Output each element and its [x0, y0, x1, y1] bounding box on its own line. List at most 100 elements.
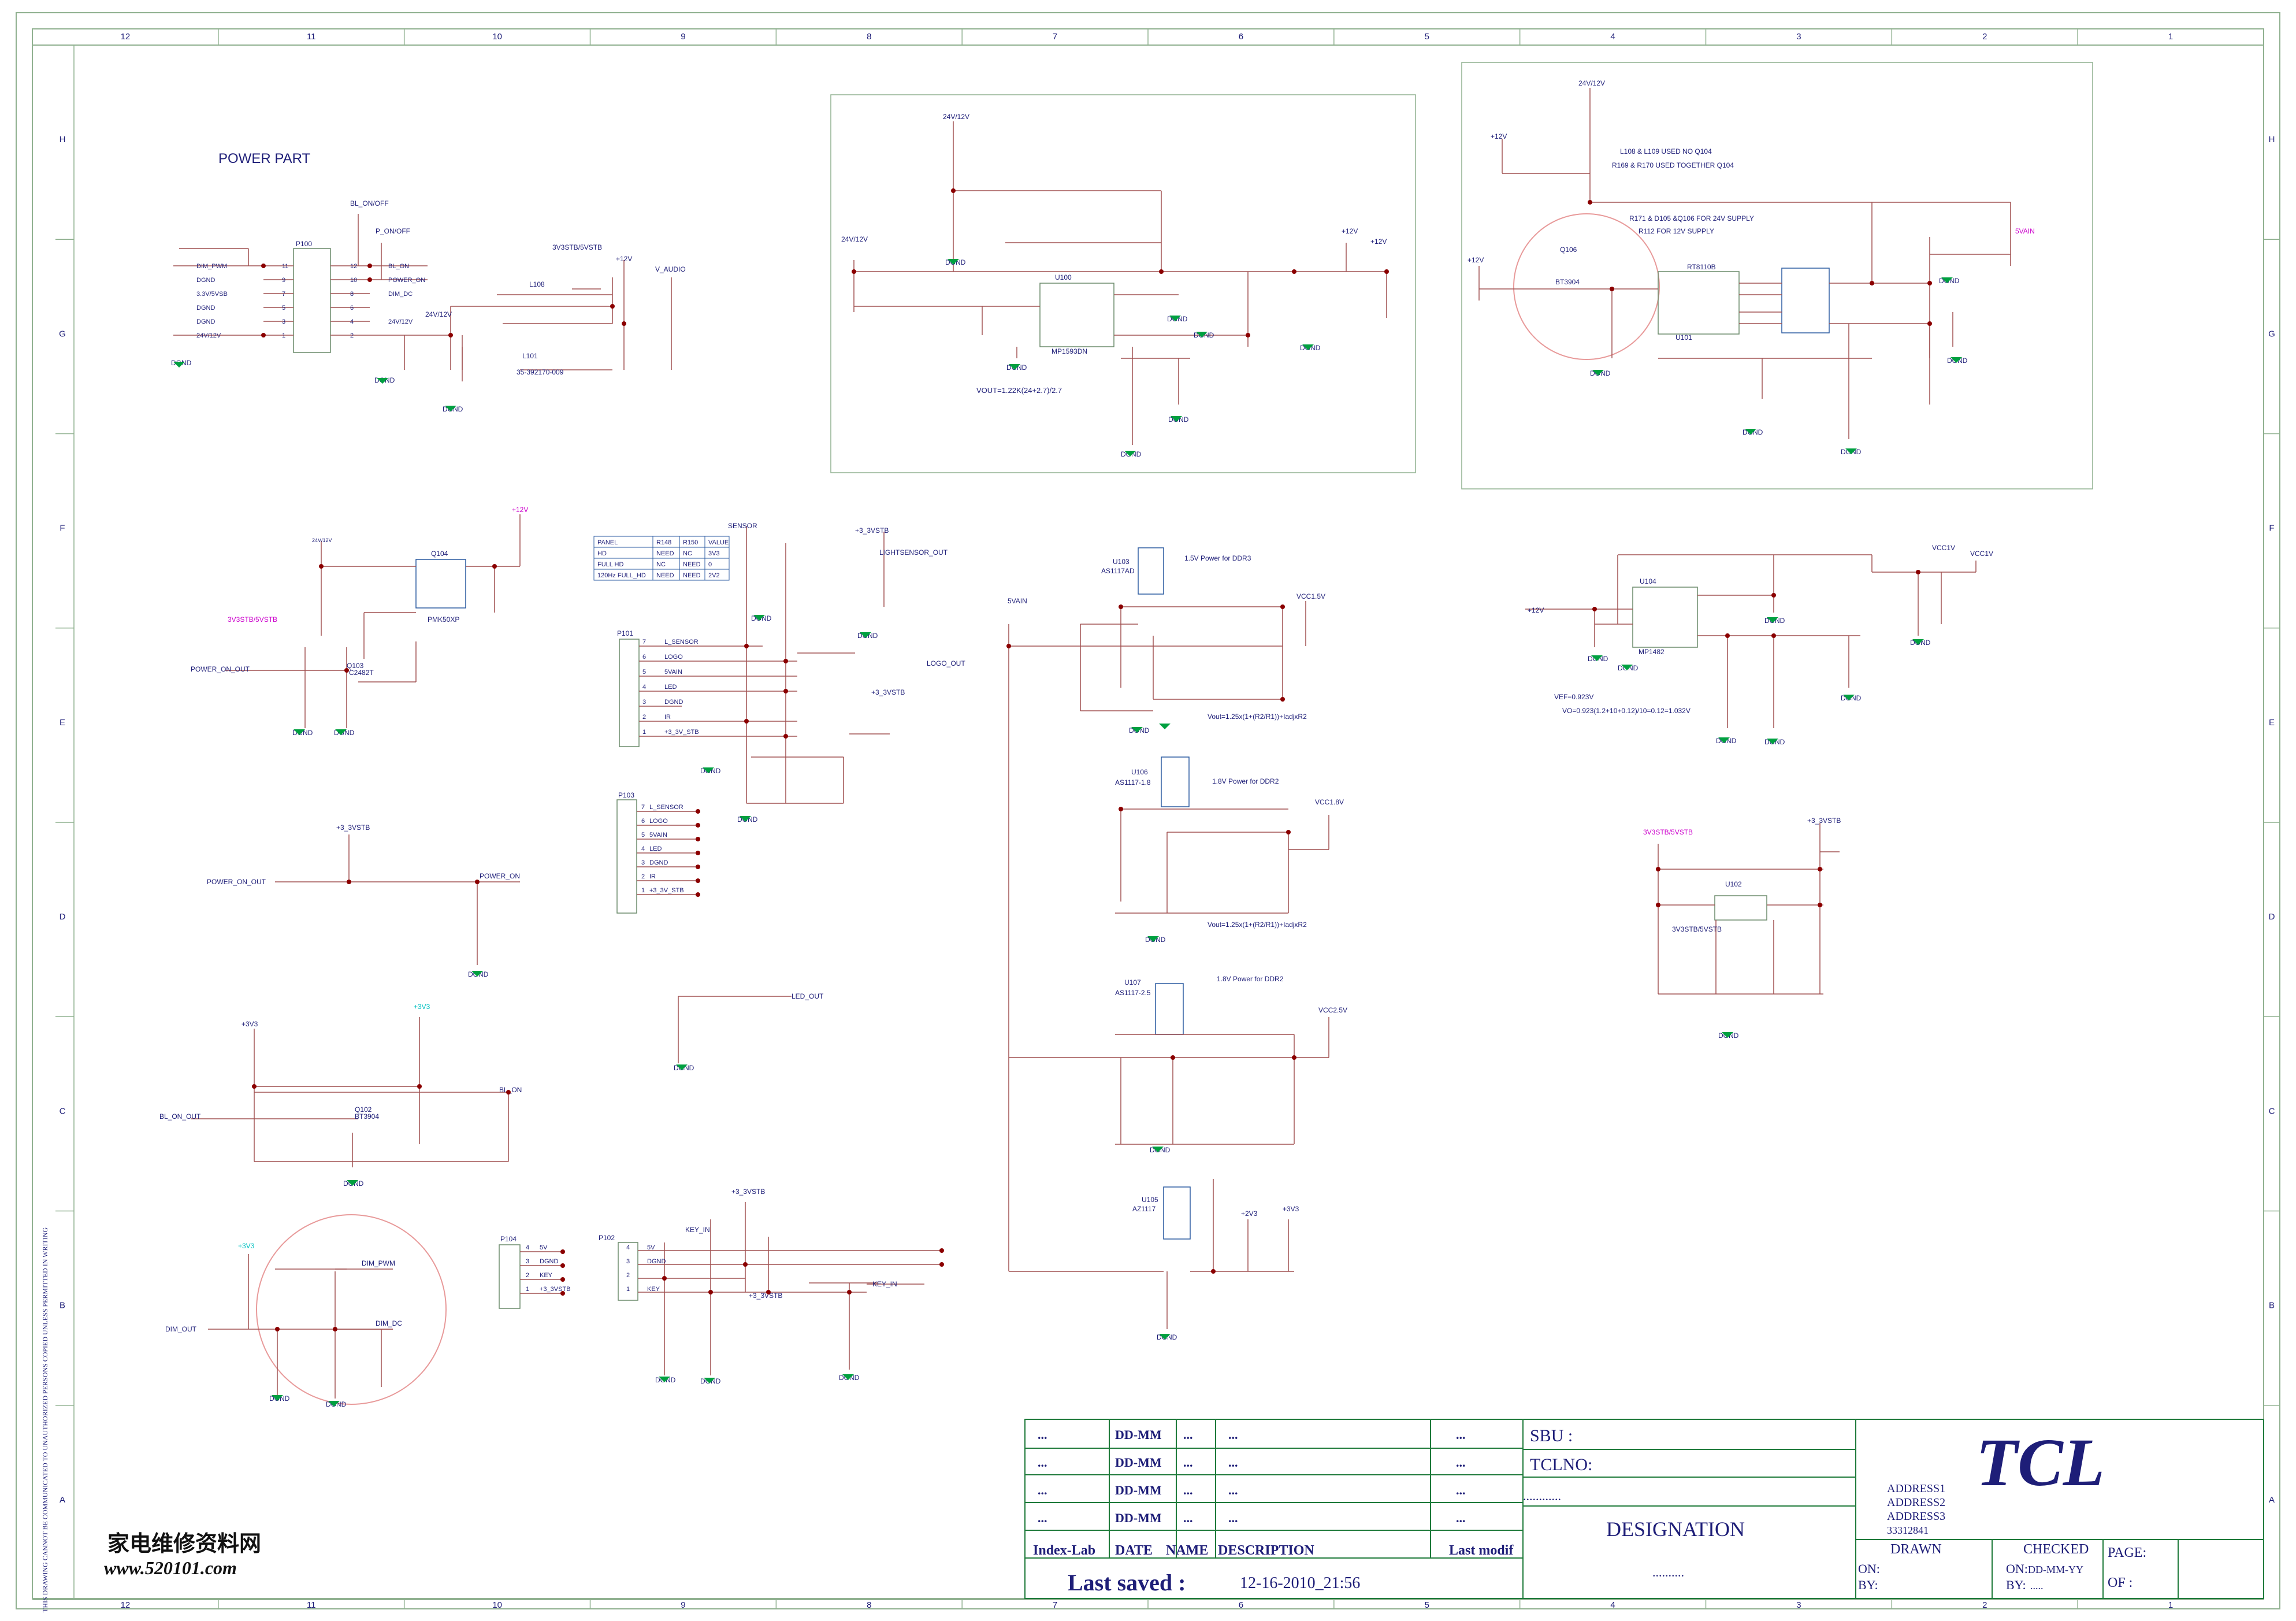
net-logo-out: LOGO_OUT: [927, 659, 965, 667]
net-24v12v-rt: 24V/12V: [1578, 79, 1605, 87]
panel-table-cell: 120Hz FULL_HD: [597, 572, 646, 579]
ground-symbol: [703, 767, 714, 773]
junction-dot: [560, 1263, 565, 1268]
tb-address1: ADDRESS1: [1887, 1482, 1945, 1495]
rev-desc: ...: [1228, 1483, 1238, 1497]
net-12v-a: +12V: [616, 255, 632, 263]
ground-symbol: [860, 632, 871, 638]
p104-pins-name: DGND: [540, 1258, 558, 1265]
junction-dot: [1159, 269, 1164, 274]
ground-symbol: [1124, 451, 1136, 457]
junction-dot: [319, 564, 324, 569]
p100-ref: P100: [296, 240, 312, 248]
net-3v3stb-5vstb: 3V3STB/5VSTB: [552, 243, 602, 251]
ground-symbol: [1912, 639, 1924, 645]
column-number-top: 2: [1982, 32, 1987, 42]
u100-part: MP1593DN: [1052, 347, 1087, 355]
panel-table-header: PANEL: [597, 539, 618, 546]
column-number-top: 6: [1239, 32, 1243, 42]
junction-dot: [1592, 607, 1597, 611]
p102-pins-name: KEY: [647, 1286, 660, 1293]
tb-by-drawn: BY:: [1858, 1578, 1878, 1592]
tb-by-checked: BY:: [2006, 1578, 2026, 1592]
tb-tclno-dots: ............: [1523, 1489, 1561, 1503]
q102-texts: Q102 BT3904 BL_ON_OUT BL_ON +3V3 +3V3 DG…: [159, 1003, 522, 1188]
p103-pins-number: 6: [641, 818, 645, 825]
vout-18-note: Vout=1.25x(1+(R2/R1))+IadjxR2: [1208, 921, 1307, 929]
p103-pins-number: 4: [641, 845, 645, 852]
buck-converter-wires: [853, 121, 1387, 445]
tb-hdr-index: Index-Lab: [1033, 1543, 1095, 1558]
junction-dot: [1771, 593, 1776, 598]
junction-dot: [951, 188, 956, 193]
p100-pin-name: 24V/12V: [196, 332, 221, 339]
p101-wires: [619, 526, 890, 804]
column-number-top: 1: [2168, 32, 2173, 42]
p102-texts: P102 +3_3VSTB KEY_IN KEY_IN +3_3VSTB DGN…: [599, 1188, 897, 1385]
rev-last: ...: [1456, 1427, 1466, 1442]
junction-dot: [475, 880, 480, 884]
tb-hdr-date: DATE: [1115, 1543, 1153, 1558]
column-number-top: 10: [492, 32, 502, 42]
u105-part: AZ1117: [1132, 1205, 1156, 1213]
net-3v3stb5vstb-u102b: 3V3STB/5VSTB: [1672, 925, 1722, 933]
tb-on-drawn: ON:: [1858, 1561, 1880, 1576]
column-number-bottom: 5: [1425, 1600, 1429, 1610]
net-bl-on: BL_ON: [499, 1086, 522, 1094]
ground-symbol: [1131, 727, 1143, 733]
column-number-bottom: 1: [2168, 1600, 2173, 1610]
net-12v-buck-b: +12V: [1370, 238, 1387, 246]
net-power-on: POWER_ON: [480, 872, 520, 880]
p103-pins-number: 7: [641, 804, 645, 811]
junction-dot: [1286, 830, 1291, 834]
junction-dot: [1280, 697, 1285, 702]
tb-address-code: 33312841: [1887, 1524, 1929, 1536]
u101-part: RT8110B: [1687, 263, 1716, 271]
panel-table-cell: NC: [683, 550, 692, 557]
junction-dot: [560, 1249, 565, 1254]
tb-on-checked-value: DD-MM-YY: [2028, 1564, 2083, 1575]
ground-symbol: [1009, 364, 1020, 370]
junction-dot: [744, 644, 749, 648]
tb-logo: TCL: [1976, 1425, 2105, 1500]
ground-symbol: [1159, 1334, 1171, 1340]
power-connector-texts: P100 BL_ON/OFF P_ON/OFF 24V/12V V_AUDIO …: [171, 199, 686, 413]
junction-dot: [766, 1290, 771, 1294]
q102-ref: Q102: [355, 1106, 372, 1114]
column-number-top: 3: [1796, 32, 1801, 42]
u101-ref: U101: [1675, 333, 1692, 342]
junction-dot: [1818, 903, 1822, 907]
ground-symbol: [1169, 316, 1181, 321]
ground-symbol: [740, 816, 751, 822]
p100-pin-number: 11: [282, 263, 288, 270]
p100-pin-number-right: 8: [350, 291, 354, 298]
frame-ticks: [55, 29, 2280, 1609]
u100-ref: U100: [1055, 273, 1072, 281]
rev-index: ...: [1038, 1483, 1047, 1497]
tb-sbu: SBU :: [1530, 1426, 1573, 1445]
q103-part: C2482T: [349, 669, 374, 677]
ground-symbol: [328, 1401, 340, 1407]
panel-table: [593, 536, 730, 581]
p101-pins-number: 1: [642, 729, 646, 736]
row-letter-right: B: [2269, 1301, 2275, 1311]
ground-symbol: [1951, 357, 1962, 363]
tb-hdr-name: NAME: [1166, 1543, 1208, 1558]
row-letter-left: D: [60, 912, 66, 922]
tb-by-checked-value: .....: [2030, 1580, 2044, 1592]
ground-symbol: [335, 729, 347, 735]
net-3v3stb-u102: +3_3VSTB: [1807, 817, 1841, 825]
ground-symbol: [704, 1378, 715, 1383]
net-lightsensor-out: LIGHTSENSOR_OUT: [879, 548, 948, 557]
junction-dot: [783, 734, 788, 739]
title-block-lines: [1024, 1419, 2264, 1599]
p101-pins-name: DGND: [664, 699, 683, 706]
u102-wires: [1658, 823, 1840, 995]
p104-pins-name: KEY: [540, 1272, 553, 1279]
junction-dot: [506, 1090, 511, 1095]
q104-wires: [225, 514, 521, 728]
ground-symbol: [1159, 724, 1171, 729]
p100-pin-name: DIM_PWM: [196, 263, 227, 270]
ground-symbol: [1722, 1032, 1733, 1038]
net-3v3stb-p101: +3_3VSTB: [855, 526, 889, 535]
